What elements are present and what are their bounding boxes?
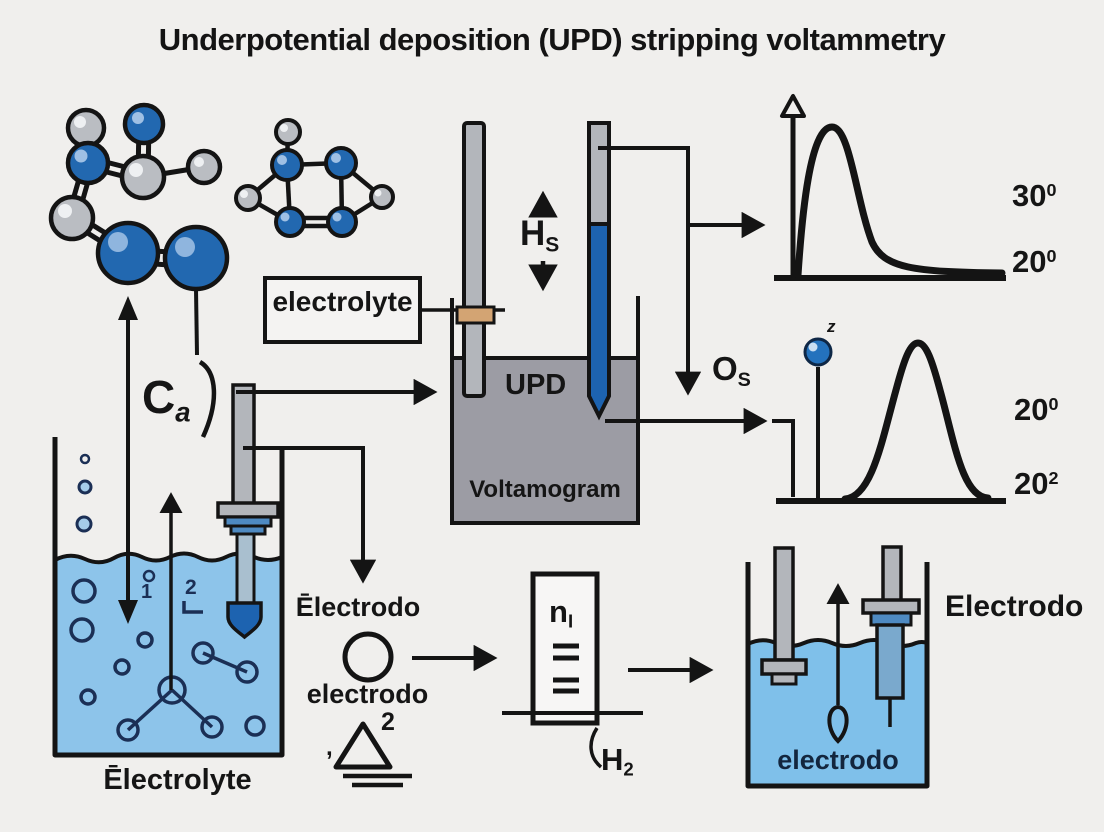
electrolyte-box — [263, 276, 505, 344]
electrolyte-box-label: electrolyte — [272, 286, 413, 317]
equals-bars — [553, 643, 579, 694]
electrolyte-beaker-caption: Ēlectrolyte — [103, 764, 252, 796]
curve1-lower-label: 200 — [1012, 244, 1057, 279]
electrodo-title: Ēlectrodo — [295, 592, 421, 622]
delta-comma: , — [326, 734, 333, 761]
bubble — [79, 453, 91, 465]
bubble — [77, 479, 93, 495]
electrode-circle-symbol — [342, 631, 394, 683]
droplet-symbol — [827, 704, 849, 744]
bubble-mark-1: 1 — [141, 581, 153, 603]
electrodo-right-caption: Electrodo — [945, 590, 1084, 623]
page-title: Underpotential deposition (UPD) strippin… — [158, 22, 946, 57]
voltamogram-label: Voltamogram — [469, 476, 621, 503]
tan-collar — [455, 305, 496, 325]
n-box — [502, 571, 643, 769]
ca-label: Ca — [142, 371, 191, 428]
os-label: OS — [712, 350, 751, 391]
hs-label: HS — [520, 214, 560, 257]
molecule-structure-1 — [48, 102, 230, 438]
voltammogram-peak-1 — [774, 94, 1006, 281]
adatom-ball — [803, 337, 833, 367]
h2-curl — [589, 727, 603, 769]
lollipop-squiggle: z — [827, 317, 836, 336]
left-beaker-electrode — [216, 383, 280, 640]
ni-label: nI — [549, 594, 574, 632]
delta-symbol — [333, 721, 412, 788]
curve2-lower-label: 202 — [1014, 466, 1059, 501]
arrow-to-electrodo — [243, 446, 377, 584]
electrodo-lower-label: electrodo — [306, 679, 429, 709]
reference-electrode — [455, 121, 496, 398]
curve1-upper-label: 300 — [1012, 178, 1057, 213]
h2-label: H2 — [601, 742, 634, 780]
ion-decorations — [69, 569, 266, 742]
molecule-structure-2 — [234, 118, 395, 238]
working-electrode — [587, 121, 611, 421]
voltammogram-peak-2 — [776, 337, 1006, 504]
right-beaker-label: electrodo — [777, 745, 899, 775]
bubble-mark-2: 2 — [185, 576, 197, 599]
axis-open-arrowhead — [780, 94, 806, 118]
right-beaker-electrodes — [760, 545, 921, 727]
wires — [159, 146, 850, 705]
curve2-upper-label: 200 — [1014, 392, 1059, 427]
bubble — [75, 515, 93, 533]
upd-label: UPD — [505, 369, 567, 401]
wire-down-arrow — [598, 146, 702, 396]
delta-superscript: 2 — [381, 708, 395, 736]
curl-connector — [198, 360, 217, 438]
double-arrow — [118, 296, 138, 624]
electrode-tip — [226, 601, 263, 640]
electrolyte-beaker — [52, 437, 285, 758]
